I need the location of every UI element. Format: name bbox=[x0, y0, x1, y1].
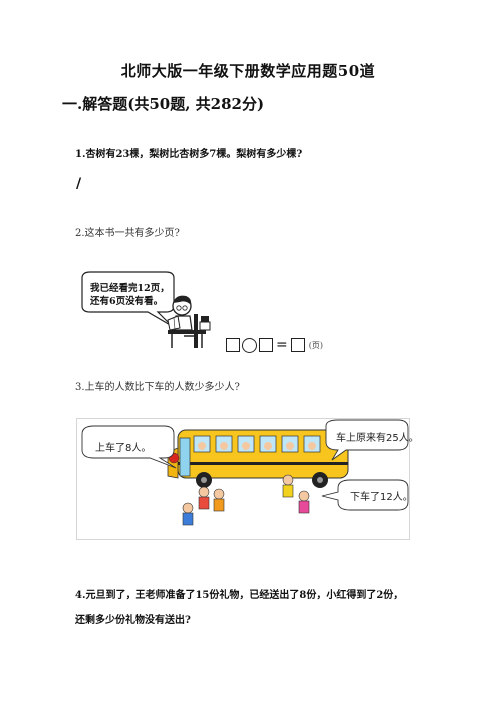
question-2: 2.这本书一共有多少页? bbox=[75, 228, 180, 239]
question-4-line-2: 还剩多少份礼物没有送出? bbox=[75, 615, 191, 626]
school-bus-illustration bbox=[76, 418, 410, 540]
bubble-boarded: 上车了8人。 bbox=[95, 443, 152, 454]
answer-box-3[interactable] bbox=[290, 338, 305, 352]
question-4-line-1: 4.元旦到了，王老师准备了15份礼物，已经送出了8份，小红得到了2份， bbox=[75, 590, 404, 601]
speech-bubble-text: 我已经看完12页， 还有6页没有看。 bbox=[90, 282, 170, 308]
reading-boy-illustration bbox=[81, 271, 211, 348]
page-title: 北师大版一年级下册数学应用题50道 bbox=[120, 62, 376, 80]
bubble-line-2: 还有6页没有看。 bbox=[90, 296, 164, 307]
unit-label: (页) bbox=[308, 340, 323, 350]
equals-sign: = bbox=[276, 337, 288, 353]
equation-template: = (页) bbox=[226, 336, 323, 354]
bubble-originally-on-bus: 车上原来有25人。 bbox=[336, 433, 419, 444]
question-3: 3.上车的人数比下车的人数少多少人? bbox=[75, 382, 240, 393]
question-1: 1.杏树有23棵，梨树比杏树多7棵。梨树有多少棵? bbox=[75, 149, 303, 160]
answer-box-2[interactable] bbox=[259, 338, 273, 352]
operator-circle[interactable] bbox=[242, 337, 257, 353]
answer-box-1[interactable] bbox=[226, 338, 240, 352]
bubble-line-1: 我已经看完12页， bbox=[90, 283, 170, 294]
question-1-answer: / bbox=[76, 176, 82, 192]
section-heading: 一.解答题(共50题, 共282分) bbox=[62, 95, 265, 113]
bubble-got-off: 下车了12人。 bbox=[350, 492, 413, 503]
